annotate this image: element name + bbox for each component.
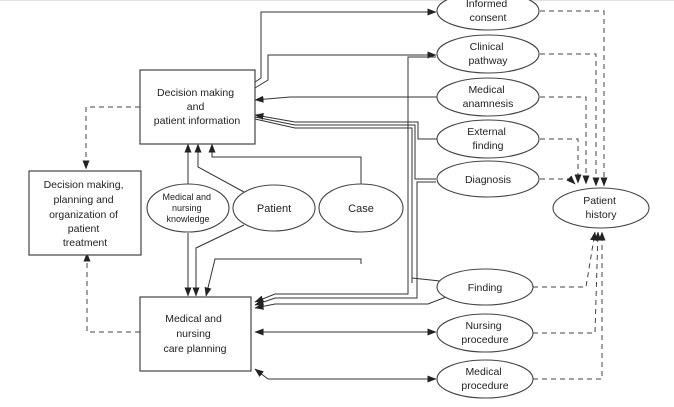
box-medical-nursing-care-planning: Medical and nursing care planning — [139, 296, 252, 372]
node-text-line: Medical — [465, 366, 501, 378]
edge-finding-link — [411, 277, 441, 282]
svg-text:Decision making, plannin: Decision making, planning and organizati… — [44, 179, 127, 249]
edge-decision-to-clinical-pathway — [254, 51, 437, 89]
edge-case-to-decision — [208, 143, 362, 185]
box-text-line: Decision making — [157, 87, 234, 99]
svg-text:Nursing procedure: Nursing procedure — [461, 320, 508, 346]
edge-decision-to-planning — [82, 106, 140, 170]
svg-text:Medical anamnesis: Medical anamnesis — [463, 84, 514, 110]
node-informed-consent: Informed consent — [436, 0, 540, 31]
top-border — [0, 0, 674, 1]
node-text-line: Informed — [466, 0, 508, 10]
edge-medical-procedure-to-history — [533, 231, 606, 380]
svg-text:Decision making and: Decision making and patient information — [154, 87, 241, 127]
edge-external-finding-to-decision — [254, 113, 438, 140]
node-text-line: External — [467, 126, 506, 138]
edge-external-finding-to-history — [540, 138, 582, 184]
solid-connectors — [184, 8, 447, 383]
box-text-line: planning and — [53, 194, 113, 206]
edge-diagnosis-to-history — [540, 175, 576, 185]
node-text-line: Finding — [468, 282, 503, 294]
svg-text:Medical and nursing: Medical and nursing care planning — [163, 313, 226, 355]
node-text-line: Medical and — [162, 192, 211, 202]
edge-diagnosis-to-care-planning — [254, 181, 436, 306]
svg-text:Finding: Finding — [468, 282, 503, 294]
edge-finding-to-history — [533, 231, 598, 288]
svg-text:Patient: Patient — [257, 203, 291, 215]
box-text-line: Medical and — [165, 313, 222, 325]
box-text-line: Decision making, — [44, 179, 124, 191]
edge-patient-to-decision — [194, 143, 245, 193]
node-finding: Finding — [436, 268, 534, 306]
node-nursing-procedure: Nursing procedure — [436, 313, 534, 353]
node-text-line: Diagnosis — [465, 174, 511, 186]
edge-diagnosis-to-decision — [254, 116, 436, 180]
box-text-line: nursing — [176, 328, 211, 340]
edge-finding-to-decision — [254, 118, 413, 283]
box-text-line: patient information — [154, 115, 241, 127]
edge-nursing-procedure-to-history — [533, 231, 602, 334]
box-text-line: and — [187, 101, 205, 113]
node-medical-anamnesis: Medical anamnesis — [436, 77, 540, 117]
edge-care-planning-to-planning — [83, 252, 140, 333]
node-text-line: Clinical — [470, 41, 504, 53]
edge-finding-to-care-planning — [254, 296, 447, 310]
edge-patient-to-care-planning — [192, 224, 245, 297]
svg-text:Case: Case — [348, 203, 374, 215]
node-medical-nursing-knowledge: Medical and nursing knowledge — [146, 183, 230, 233]
edge-consent-to-history — [540, 10, 608, 187]
node-text-line: nursing — [172, 203, 202, 213]
box-text-line: treatment — [63, 237, 107, 249]
box-text-line: organization of — [49, 209, 118, 221]
node-external-finding: External finding — [436, 119, 540, 159]
edge-anamnesis-to-decision — [254, 95, 438, 103]
node-medical-procedure: Medical procedure — [436, 359, 534, 399]
node-text-line: history — [586, 209, 618, 221]
dashed-connectors — [82, 10, 608, 380]
edge-pathway-to-history — [540, 53, 600, 187]
svg-text:Medical procedure: Medical procedure — [461, 366, 508, 392]
node-case: Case — [318, 183, 404, 233]
edge-decision-to-informed-consent — [254, 8, 437, 83]
node-patient: Patient — [232, 184, 316, 232]
edge-case-to-care-planning — [204, 258, 362, 297]
node-text-line: Nursing — [465, 320, 501, 332]
edge-clinical-pathway-to-care-planning — [254, 56, 436, 303]
box-text-line: patient — [68, 223, 100, 235]
node-text-line: knowledge — [166, 214, 209, 224]
box-decision-patient-information: Decision making and patient information — [139, 69, 256, 145]
node-diagnosis: Diagnosis — [436, 160, 540, 198]
svg-text:External finding: External finding — [467, 126, 508, 152]
node-text-line: Patient — [257, 203, 291, 215]
svg-text:Patient history: Patient history — [583, 195, 619, 221]
node-text-line: Medical — [468, 84, 504, 96]
edge-anamnesis-to-history — [540, 96, 590, 185]
svg-text:Diagnosis: Diagnosis — [465, 174, 511, 186]
node-text-line: consent — [470, 12, 507, 24]
node-text-line: anamnesis — [463, 98, 514, 110]
svg-text:Medical and nursing: Medical and nursing knowledge — [162, 192, 213, 224]
node-text-line: pathway — [468, 55, 508, 67]
node-clinical-pathway: Clinical pathway — [436, 34, 540, 74]
node-text-line: Case — [348, 203, 374, 215]
svg-text:Clinical pathway: Clinical pathway — [468, 41, 508, 67]
node-patient-history: Patient history — [552, 187, 650, 229]
box-decision-planning-organization: Decision making, planning and organizati… — [28, 170, 142, 256]
edge-care-planning-medical-procedure — [254, 368, 437, 383]
svg-text:Informed consent: Informed consent — [466, 0, 510, 24]
node-text-line: procedure — [461, 334, 508, 346]
node-text-line: finding — [473, 140, 504, 152]
node-text-line: procedure — [461, 380, 508, 392]
box-text-line: care planning — [163, 343, 226, 355]
node-text-line: Patient — [583, 195, 616, 207]
